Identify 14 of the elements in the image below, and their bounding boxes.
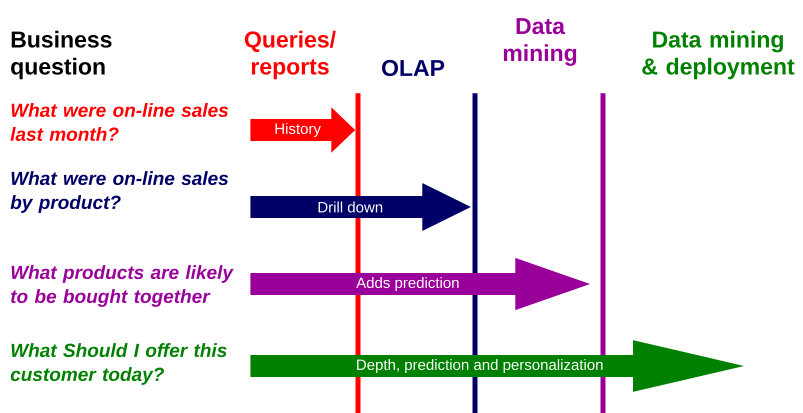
question-text: What were on-line sales last month? bbox=[10, 103, 228, 141]
edge-label: History bbox=[276, 123, 321, 137]
edge-label: Adds prediction bbox=[356, 277, 459, 291]
column-heading: Queries/ reports bbox=[244, 30, 336, 80]
vertical-bar bbox=[600, 93, 606, 413]
edge-label: Depth, prediction and personalization bbox=[357, 359, 603, 373]
column-heading: Data mining bbox=[504, 18, 576, 66]
question-text: What Should I offer this customer today? bbox=[10, 343, 227, 385]
edge-label: Drill down bbox=[318, 202, 382, 212]
question-text: What were on-line sales by product? bbox=[10, 171, 228, 213]
column-heading: OLAP bbox=[382, 60, 444, 76]
column-heading: Data mining & deployment bbox=[642, 30, 794, 80]
column-heading: Business question bbox=[11, 30, 112, 80]
question-text: What products are likely to be bought together bbox=[11, 265, 234, 307]
